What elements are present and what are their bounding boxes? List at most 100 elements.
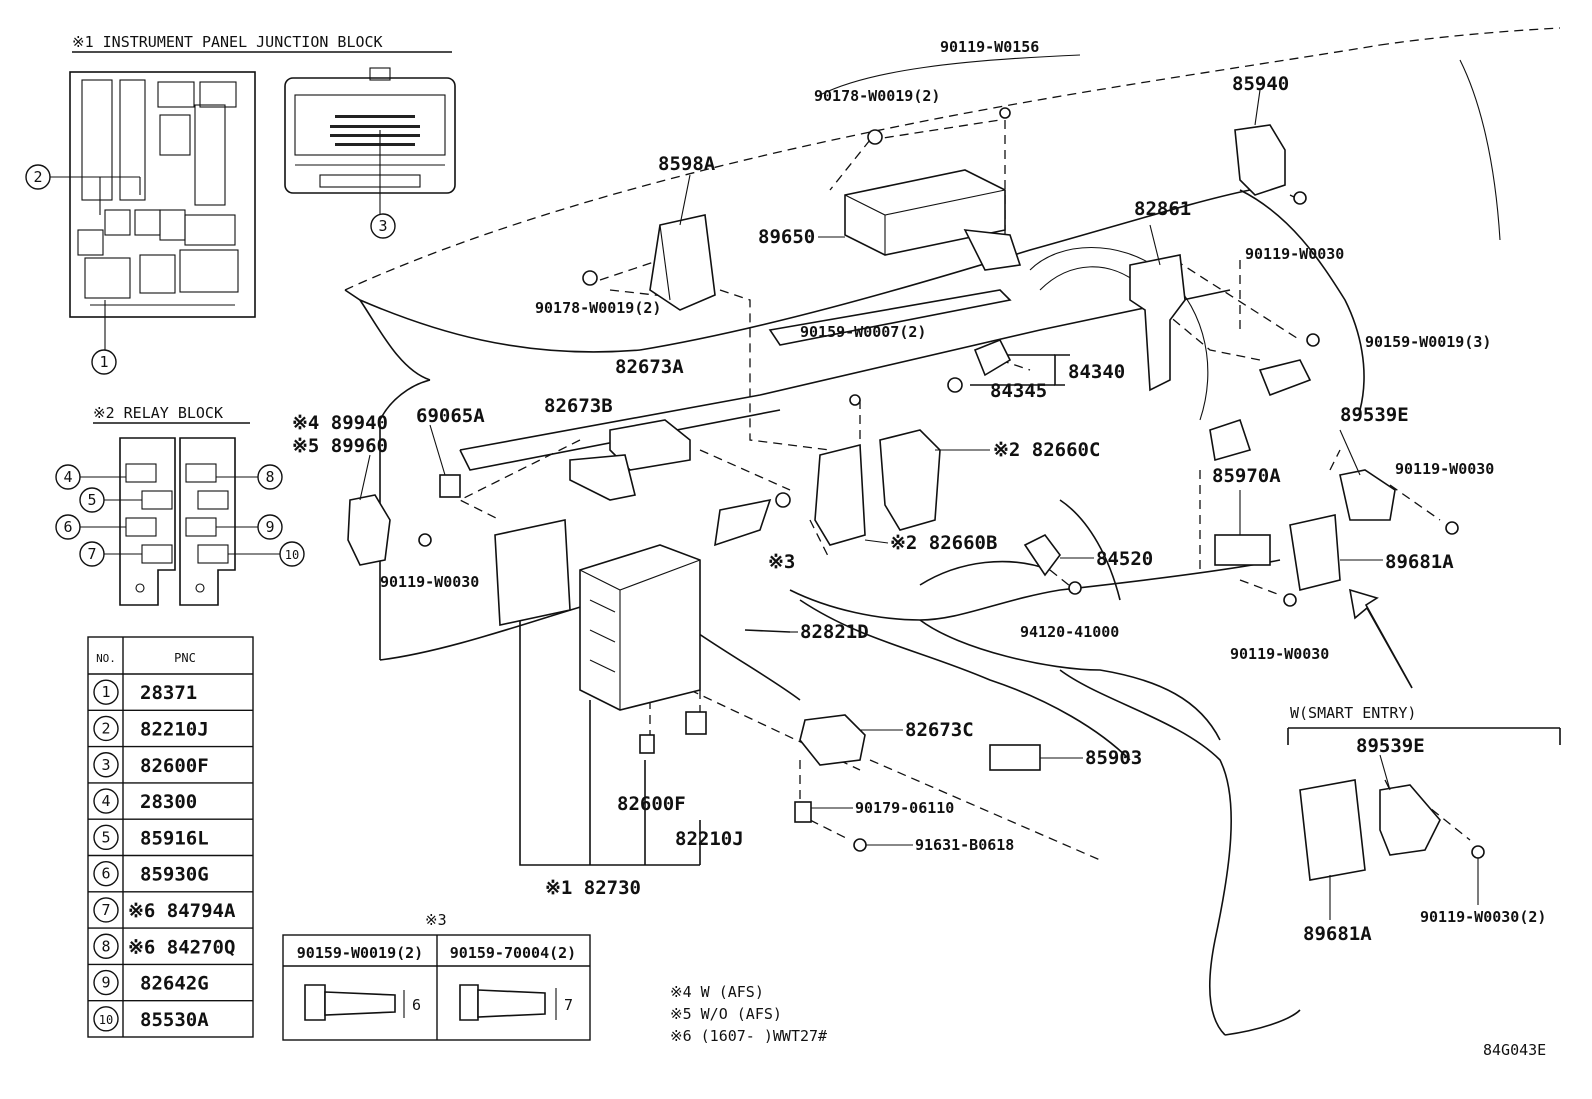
- label-leaders: [359, 89, 1479, 920]
- label-85940: 85940: [1232, 73, 1289, 95]
- row-number: 5: [101, 828, 110, 846]
- row-number-circle: [93, 715, 119, 742]
- label-90178-W0019-mid: 90178-W0019(2): [535, 299, 661, 317]
- svg-text:10: 10: [285, 548, 299, 562]
- label-90119-W0030-r: 90119-W0030: [1395, 460, 1494, 478]
- junction-block-inset: ※1 INSTRUMENT PANEL JUNCTION BLOCK: [25, 33, 456, 375]
- row-number-circle: [93, 1006, 119, 1032]
- svg-text:2: 2: [33, 168, 42, 186]
- row-pnc: ※6 84794A: [128, 900, 236, 922]
- row-pnc: 28371: [140, 682, 197, 704]
- svg-text:6: 6: [412, 996, 421, 1014]
- table-row: 9 82642G: [88, 963, 253, 996]
- row-pnc: 85530A: [140, 1009, 209, 1031]
- label-84340: 84340: [1068, 361, 1125, 383]
- callout-2: 2: [25, 164, 51, 190]
- components: [347, 107, 1485, 881]
- row-pnc: 85930G: [140, 864, 209, 886]
- table-row: 7 ※6 84794A: [88, 891, 253, 923]
- row-number-circle: [93, 860, 119, 887]
- label-89539E-top: 89539E: [1340, 404, 1409, 426]
- svg-text:7: 7: [564, 996, 573, 1014]
- row-pnc: 82600F: [140, 755, 209, 777]
- row-number: 10: [99, 1013, 113, 1027]
- svg-text:6: 6: [63, 518, 72, 536]
- row-pnc: ※6 84270Q: [128, 936, 235, 958]
- row-pnc: 82210J: [140, 718, 209, 740]
- row-number: 7: [101, 901, 110, 919]
- part-labels: 90119-W0156 90178-W0019(2) 85940 8598A 8…: [292, 38, 1546, 945]
- row-number-circle: [93, 752, 119, 778]
- note-6: ※6 (1607- )WWT27#: [670, 1027, 827, 1045]
- label-82673C: 82673C: [905, 719, 974, 741]
- row-number: 8: [101, 937, 110, 955]
- label-82210J: 82210J: [675, 828, 744, 850]
- fastener-group: ※3 90159-W0019(2) 90159-70004(2) 6 7: [282, 911, 591, 1041]
- callout-4: 4: [55, 464, 81, 490]
- svg-text:3: 3: [378, 217, 387, 235]
- relay-block-title: ※2 RELAY BLOCK: [93, 404, 223, 422]
- label-82861: 82861: [1134, 198, 1191, 220]
- callout-6: 6: [55, 514, 81, 540]
- label-82673B: 82673B: [544, 395, 613, 417]
- smart-entry-label: W(SMART ENTRY): [1290, 704, 1416, 722]
- row-number: 6: [101, 865, 110, 883]
- label-91631-B0618: 91631-B0618: [915, 836, 1014, 854]
- fastener-group-title: ※3: [425, 911, 447, 929]
- callout-7: 7: [79, 541, 105, 567]
- pointer-arrow: [1348, 588, 1413, 689]
- label-89539E-bot: 89539E: [1356, 735, 1425, 757]
- label-89940: ※4 89940: [292, 412, 388, 434]
- callout-3: 3: [370, 213, 396, 239]
- label-84520: 84520: [1096, 548, 1153, 570]
- table-header-no: NO.: [96, 652, 116, 665]
- label-85903: 85903: [1085, 747, 1142, 769]
- label-90179-06110: 90179-06110: [855, 799, 954, 817]
- connector-pins: [330, 115, 420, 146]
- label-84345: 84345: [990, 380, 1047, 402]
- label-82660B: ※2 82660B: [890, 532, 997, 554]
- svg-text:8: 8: [265, 468, 274, 486]
- label-82660C: ※2 82660C: [993, 439, 1100, 461]
- row-pnc: 82642G: [140, 973, 209, 995]
- note-5: ※5 W/O (AFS): [670, 1005, 782, 1023]
- label-89681A-bot: 89681A: [1303, 923, 1372, 945]
- callout-5: 5: [79, 487, 105, 513]
- table-row: 10 85530A: [88, 1000, 253, 1032]
- label-89650: 89650: [758, 226, 815, 248]
- label-85970A: 85970A: [1212, 465, 1281, 487]
- row-pnc: 85916L: [140, 827, 209, 849]
- svg-text:7: 7: [87, 545, 96, 563]
- label-90119-W0030-tr: 90119-W0030: [1245, 245, 1344, 263]
- row-number: 9: [101, 974, 110, 992]
- row-number-circle: [93, 897, 119, 923]
- fastener-left-label: 90159-W0019(2): [297, 944, 423, 962]
- table-row: 5 85916L: [88, 818, 253, 851]
- label-90119-W0030-b: 90119-W0030: [1230, 645, 1329, 663]
- junction-block-82730: [579, 544, 701, 711]
- callout-9: 9: [257, 514, 283, 540]
- label-82600F: 82600F: [617, 793, 686, 815]
- row-number-circle: [93, 788, 119, 814]
- label-90119-W0030-l: 90119-W0030: [380, 573, 479, 591]
- callout-8: 8: [257, 464, 283, 490]
- label-82730: ※1 82730: [545, 877, 641, 899]
- row-number-circle: [93, 679, 119, 705]
- row-number-circle: [93, 824, 119, 851]
- table-row: 3 82600F: [88, 745, 253, 778]
- label-clip-3: ※3: [768, 551, 795, 573]
- label-90159-W0019-3: 90159-W0019(3): [1365, 333, 1491, 351]
- label-82821D: 82821D: [800, 621, 869, 643]
- label-69065A: 69065A: [416, 405, 485, 427]
- row-number: 2: [101, 719, 110, 737]
- label-94120-41000: 94120-41000: [1020, 623, 1119, 641]
- table-row: 8 ※6 84270Q: [88, 927, 253, 959]
- label-82673A: 82673A: [615, 356, 684, 378]
- relay-block-inset: ※2 RELAY BLOCK 4 5 6 7 8 9 10: [55, 404, 305, 606]
- junction-block-title: ※1 INSTRUMENT PANEL JUNCTION BLOCK: [72, 33, 383, 51]
- note-4: ※4 W (AFS): [670, 983, 764, 1001]
- row-number: 3: [101, 756, 110, 774]
